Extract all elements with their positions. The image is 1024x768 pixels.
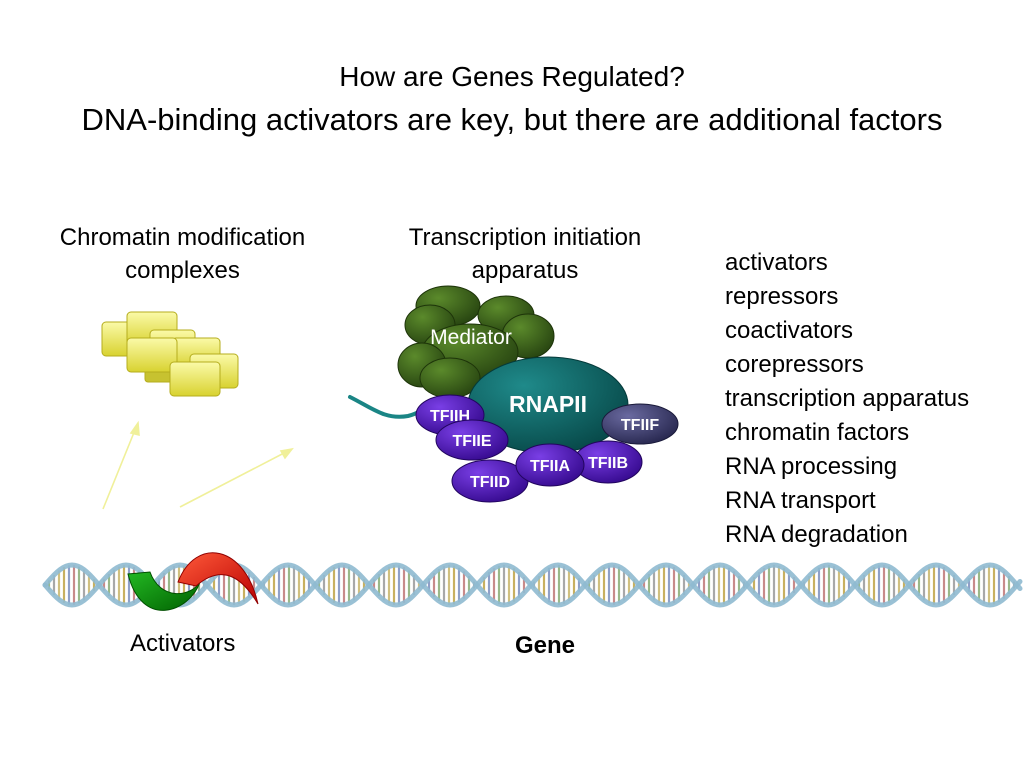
tf-factors: TFIIF TFIIH TFIIE TFIID TFIIB TFIIA <box>415 394 679 503</box>
activator-arrows <box>102 420 294 510</box>
tfiie-label: TFIIE <box>452 433 491 450</box>
factor-list-item: chromatin factors <box>725 419 910 446</box>
rnapii-label: RNAPII <box>509 391 587 417</box>
factor-list-item: corepressors <box>725 351 864 378</box>
dna-backbone-strand <box>42 562 1023 608</box>
chromatin-complex-blocks <box>101 311 239 397</box>
tfiib-label: TFIIB <box>588 455 628 472</box>
factor-list-item: transcription apparatus <box>725 385 970 412</box>
mediator-complex <box>397 285 555 399</box>
title-line-1: How are Genes Regulated? <box>339 61 685 92</box>
gene-label: Gene <box>515 632 576 659</box>
transcription-heading: Transcription initiation apparatus <box>408 224 642 284</box>
tfiia-label: TFIIA <box>530 458 570 475</box>
mediator-label: Mediator <box>430 326 512 349</box>
tfiia-ellipse <box>515 443 585 487</box>
tfiif-ellipse <box>601 403 679 445</box>
factor-list-item: RNA degradation <box>725 521 908 548</box>
factor-list-item: RNA processing <box>725 453 898 480</box>
activators-label: Activators <box>130 630 236 657</box>
chromatin-heading: Chromatin modification complexes <box>59 224 306 284</box>
factor-list-item: repressors <box>725 283 839 310</box>
activator-protein <box>127 552 259 611</box>
factor-list: activators repressors coactivators corep… <box>725 246 969 552</box>
factor-list-item: coactivators <box>725 317 854 344</box>
tfiif-label: TFIIF <box>621 417 659 434</box>
title-line-2: DNA-binding activators are key, but ther… <box>81 102 943 137</box>
tfiid-label: TFIID <box>470 474 510 491</box>
factor-list-item: activators <box>725 249 828 276</box>
factor-list-item: RNA transport <box>725 487 876 514</box>
tfiie-ellipse <box>435 419 509 461</box>
dna-helix <box>42 562 1023 608</box>
